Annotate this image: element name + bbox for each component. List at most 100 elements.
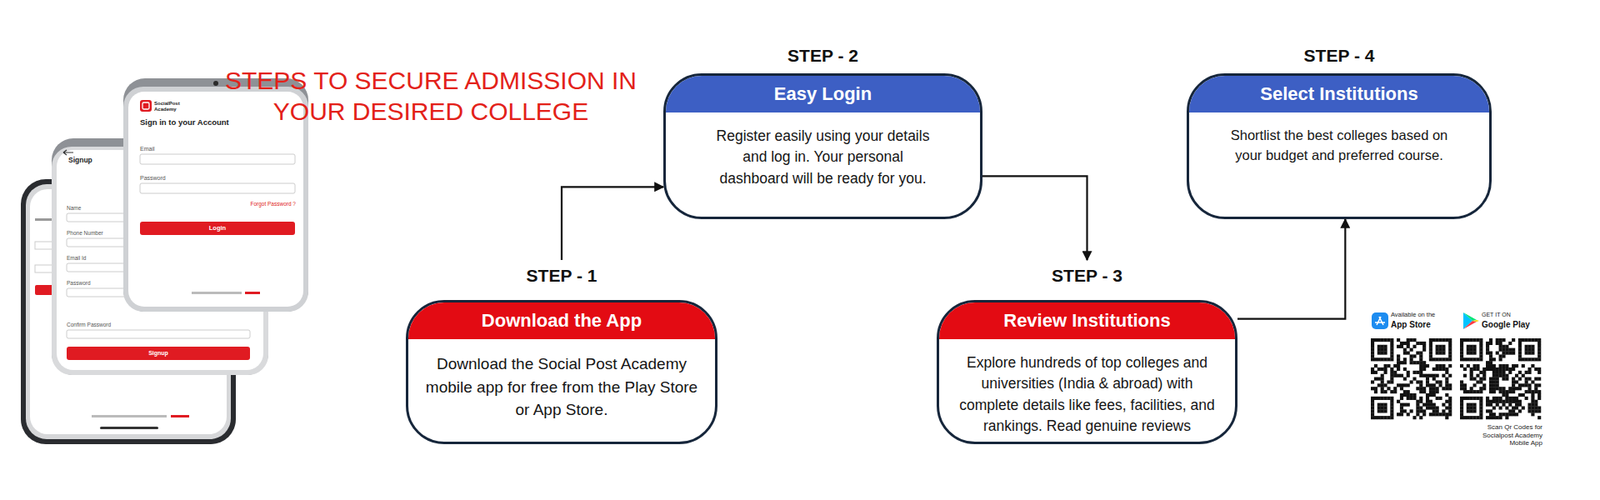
qr-module (1390, 415, 1394, 420)
app-store-icon (1371, 312, 1389, 330)
qr-module (1448, 403, 1452, 407)
step-label: STEP - 4 (1186, 43, 1492, 69)
qr-module (1518, 370, 1522, 375)
qr-module (1492, 390, 1496, 394)
qr-module (1473, 364, 1477, 368)
qr-module (1390, 370, 1394, 375)
qr-module (1492, 367, 1496, 371)
qr-module (1412, 354, 1416, 358)
qr-module (1466, 364, 1470, 368)
qr-module (1445, 377, 1449, 381)
qr-module (1432, 383, 1436, 387)
qr-module (1537, 415, 1541, 420)
qr-module (1435, 338, 1440, 342)
qr-module (1429, 341, 1433, 345)
screen-text: Name (66, 205, 122, 211)
qr-module (1525, 396, 1529, 400)
qr-module (1479, 354, 1483, 358)
qr-module (1410, 380, 1414, 384)
qr-module (1415, 370, 1420, 375)
step-heading: Select Institutions (1189, 75, 1490, 113)
qr-module (1403, 403, 1407, 407)
qr-module (1460, 386, 1464, 390)
qr-module (1396, 383, 1400, 387)
qr-module (1384, 338, 1388, 342)
qr-module (1422, 386, 1426, 390)
qr-module (1530, 409, 1535, 413)
input-field (140, 183, 295, 194)
qr-module (1419, 390, 1423, 394)
qr-module (1374, 415, 1378, 420)
qr-code (1460, 338, 1541, 420)
qr-module (1380, 380, 1385, 384)
qr-module (1377, 415, 1381, 420)
qr-module (1410, 338, 1414, 342)
qr-module (1419, 351, 1423, 355)
qr-module (1537, 396, 1541, 400)
qr-module (1489, 400, 1493, 404)
qr-module (1396, 367, 1400, 371)
qr-module (1518, 377, 1522, 381)
qr-module (1495, 400, 1500, 404)
qr-module (1501, 345, 1505, 349)
qr-module (1374, 357, 1378, 361)
qr-module (1534, 403, 1538, 407)
flow-arrow (982, 175, 1088, 260)
qr-module (1419, 386, 1423, 390)
qr-module (1508, 409, 1512, 413)
qr-module (1384, 415, 1388, 420)
qr-module (1508, 390, 1512, 394)
qr-module (1473, 383, 1477, 387)
qr-module (1435, 390, 1440, 394)
qr-module (1475, 415, 1480, 420)
qr-module (1489, 360, 1493, 365)
qr-module (1374, 390, 1378, 394)
qr-module (1435, 409, 1440, 413)
play-glyph (1463, 320, 1477, 330)
qr-module (1466, 351, 1470, 355)
qr-module (1499, 386, 1503, 390)
qr-module (1508, 348, 1512, 352)
qr-module (1466, 415, 1470, 420)
qr-module (1400, 374, 1404, 378)
qr-module (1432, 409, 1436, 413)
qr-module (1473, 357, 1477, 361)
qr-module (1508, 386, 1512, 390)
qr-module (1489, 383, 1493, 387)
qr-module (1370, 405, 1375, 410)
qr-module (1489, 409, 1493, 413)
qr-module (1463, 383, 1467, 387)
qr-module (1489, 390, 1493, 394)
qr-module (1432, 405, 1436, 410)
qr-module (1377, 403, 1381, 407)
qr-module (1377, 367, 1381, 371)
qr-module (1479, 357, 1483, 361)
qr-module (1386, 386, 1390, 390)
qr-module (1390, 403, 1394, 407)
qr-module (1432, 412, 1436, 416)
qr-module (1518, 386, 1522, 390)
qr-module (1501, 400, 1505, 404)
qr-module (1384, 364, 1388, 368)
qr-module (1505, 412, 1509, 416)
qr-module (1492, 412, 1496, 416)
qr-module (1515, 400, 1519, 404)
qr-module (1537, 405, 1541, 410)
qr-module (1438, 367, 1442, 371)
qr-module (1445, 357, 1449, 361)
qr-module (1370, 400, 1375, 404)
qr-module (1473, 338, 1477, 342)
qr-module (1470, 348, 1474, 352)
qr-module (1460, 409, 1464, 413)
qr-module (1410, 357, 1414, 361)
qr-module (1380, 396, 1385, 400)
qr-module (1482, 377, 1486, 381)
qr-module (1412, 396, 1416, 400)
qr-module (1527, 370, 1531, 375)
qr-module (1403, 348, 1407, 352)
qr-module (1422, 374, 1426, 378)
qr-module (1370, 370, 1375, 375)
qr-module (1473, 403, 1477, 407)
qr-module (1380, 409, 1385, 413)
